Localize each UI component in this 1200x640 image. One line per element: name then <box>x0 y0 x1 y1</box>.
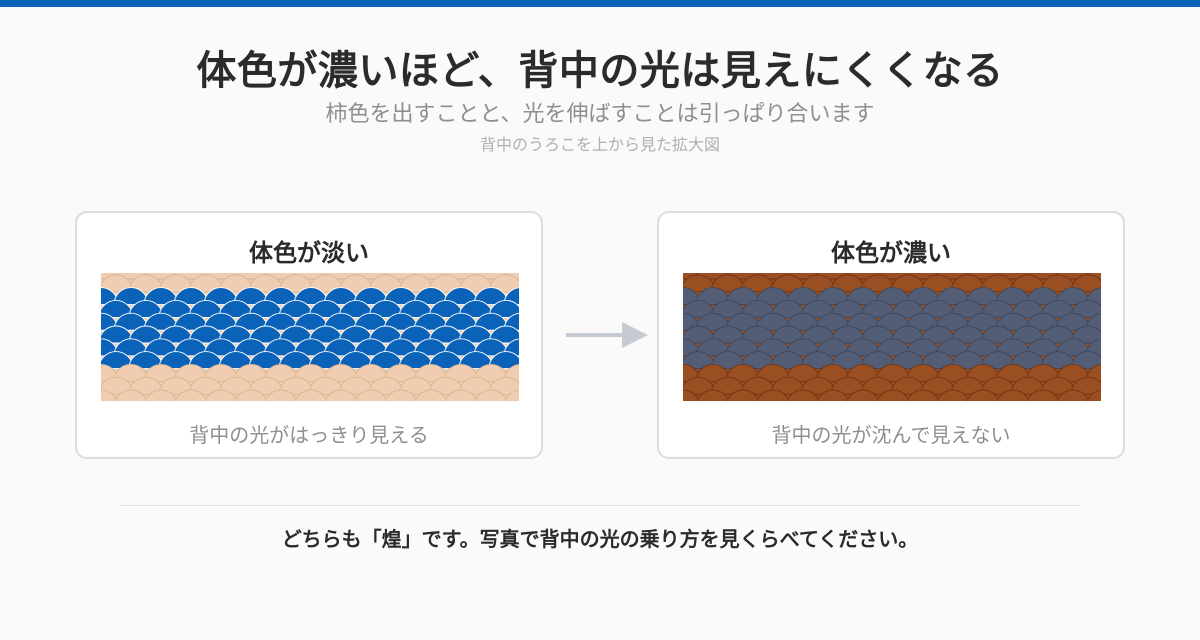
body-scale <box>966 389 1000 401</box>
body-scale <box>1070 274 1101 293</box>
divider <box>120 505 1080 506</box>
body-scale <box>474 389 508 401</box>
panel-title: 体色が淡い <box>249 239 369 267</box>
body-scale <box>846 389 880 401</box>
body-scale <box>996 389 1030 401</box>
body-scale <box>488 376 519 395</box>
body-scale <box>144 389 178 401</box>
body-scale <box>504 389 519 401</box>
diagram-caption: 背中のうろこを上から見た拡大図 <box>479 135 720 154</box>
body-scale <box>444 389 478 401</box>
body-scale <box>756 389 790 401</box>
footer-note: どちらも「煌」です。写真で背中の光の乗り方を見くらべてください。 <box>281 527 919 551</box>
body-scale <box>324 389 358 401</box>
body-scale <box>726 389 760 401</box>
back-scale <box>1070 299 1101 318</box>
body-scale <box>936 389 970 401</box>
body-scale <box>384 389 418 401</box>
panel-title: 体色が濃い <box>831 239 951 267</box>
back-scale <box>488 325 519 344</box>
body-scale <box>174 389 208 401</box>
right-arrow-icon <box>566 322 648 348</box>
body-scale <box>414 389 448 401</box>
body-scale <box>1026 389 1060 401</box>
scale-pattern-light <box>101 273 519 401</box>
body-scale <box>786 389 820 401</box>
back-scale <box>1070 351 1101 370</box>
page-title: 体色が濃いほど、背中の光は見えにくくなる <box>196 48 1004 94</box>
body-scale <box>906 389 940 401</box>
panel-light-body: 体色が淡い 背中の光がはっきり見える <box>75 211 543 459</box>
body-scale <box>876 389 910 401</box>
back-scale <box>488 351 519 370</box>
body-scale <box>683 389 700 401</box>
body-scale <box>234 389 268 401</box>
body-scale <box>294 389 328 401</box>
back-scale <box>1070 325 1101 344</box>
panel-caption: 背中の光が沈んで見えない <box>771 423 1011 447</box>
page-subtitle: 柿色を出すことと、光を伸ばすことは引っぱり合います <box>325 102 875 127</box>
body-scale <box>816 389 850 401</box>
scale-pattern-dark <box>683 273 1101 401</box>
panel-caption: 背中の光がはっきり見える <box>189 423 429 447</box>
body-scale <box>1070 376 1101 395</box>
body-scale <box>354 389 388 401</box>
top-accent-bar <box>0 0 1200 7</box>
body-scale <box>101 389 118 401</box>
body-scale <box>696 389 730 401</box>
body-scale <box>488 274 519 293</box>
back-scale <box>488 299 519 318</box>
body-scale <box>1086 389 1101 401</box>
body-scale <box>204 389 238 401</box>
body-scale <box>114 389 148 401</box>
body-scale <box>264 389 298 401</box>
panel-dark-body: 体色が濃い 背中の光が沈んで見えない <box>657 211 1125 459</box>
body-scale <box>1056 389 1090 401</box>
